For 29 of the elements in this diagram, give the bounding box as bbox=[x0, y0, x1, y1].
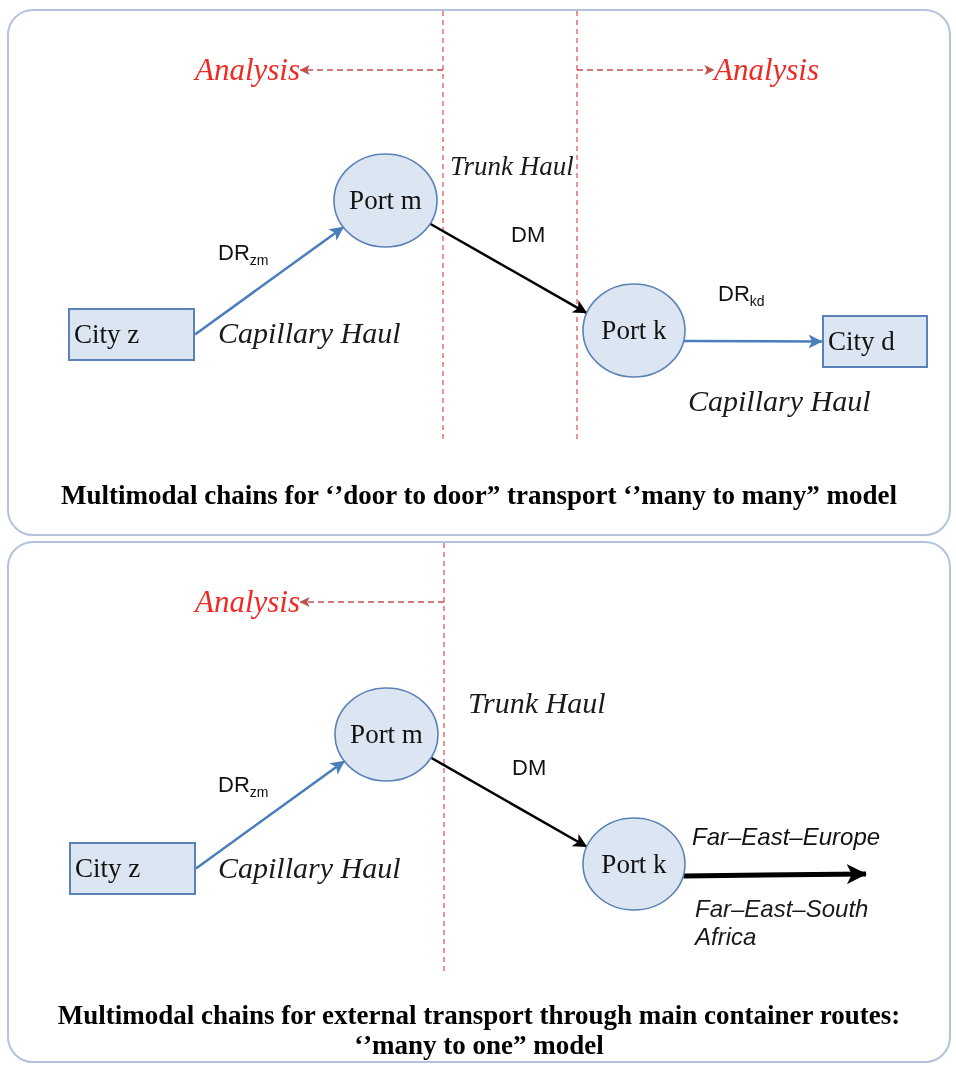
haul-label: Capillary Haul bbox=[688, 384, 871, 419]
port-circle: Port m bbox=[334, 687, 439, 782]
analysis-label: Analysis bbox=[195, 585, 301, 620]
dashed-arrow bbox=[299, 597, 445, 608]
haul-label: Trunk Haul bbox=[468, 686, 606, 721]
city-box: City d bbox=[822, 315, 928, 368]
port-circle: Port k bbox=[582, 817, 686, 911]
port-circle: Port k bbox=[582, 283, 686, 378]
city-box: City z bbox=[69, 842, 196, 895]
arrow bbox=[429, 222, 588, 315]
dashed-arrow bbox=[299, 65, 444, 76]
port-circle: Port m bbox=[333, 153, 438, 248]
arrow bbox=[195, 760, 346, 870]
analysis-label: Analysis bbox=[714, 53, 820, 88]
city-box: City z bbox=[68, 308, 195, 361]
haul-label: Capillary Haul bbox=[218, 851, 401, 886]
analysis-label: Analysis bbox=[195, 53, 301, 88]
dashed-arrow bbox=[576, 65, 715, 76]
route-label: Far–East–South Africa bbox=[695, 895, 870, 951]
panel bbox=[7, 541, 951, 1063]
arrow bbox=[194, 226, 345, 336]
arrow bbox=[683, 334, 823, 349]
panel-label: Multimodal chains for external transport through main container routes: ‘’many to one” model bbox=[56, 1000, 902, 1060]
panel bbox=[7, 9, 951, 536]
arrow bbox=[430, 756, 588, 848]
panel-label: Multimodal chains for ‘’door to door” transport ‘’many to many” model bbox=[61, 480, 897, 510]
thick-arrow bbox=[683, 864, 867, 885]
haul-label: Trunk Haul bbox=[450, 151, 574, 183]
haul-label: Capillary Haul bbox=[218, 316, 401, 351]
